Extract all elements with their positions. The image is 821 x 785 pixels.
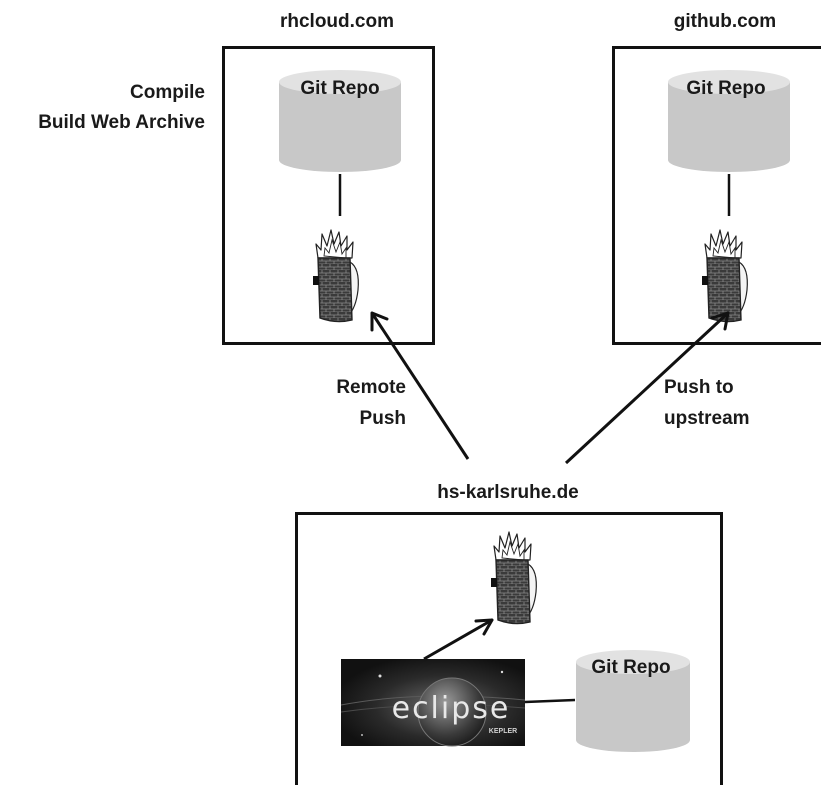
- rhcloud-title: rhcloud.com: [280, 11, 394, 32]
- push-to-upstream-label-line1: Push to: [664, 377, 734, 398]
- github-title: github.com: [674, 11, 776, 32]
- rhcloud-server-box: [222, 46, 435, 345]
- hska-git-repo: Git Repo: [576, 650, 690, 752]
- hska-git-repo-label: Git Repo: [591, 657, 670, 678]
- github-git-repo: Git Repo: [668, 70, 790, 172]
- push-to-upstream-label-line2: upstream: [664, 408, 750, 429]
- eclipse-to-repo-connector: [524, 698, 576, 704]
- hska-title: hs-karlsruhe.de: [437, 482, 579, 503]
- github-git-repo-label: Git Repo: [686, 78, 765, 99]
- database-cylinder-icon: [576, 650, 690, 752]
- database-cylinder-icon: [668, 70, 790, 172]
- database-cylinder-icon: [279, 70, 401, 172]
- brick-firewall-icon: [490, 531, 538, 625]
- brick-firewall-icon: [701, 229, 749, 323]
- remote-push-arrow: [370, 311, 470, 460]
- github-server-box: [612, 46, 821, 345]
- remote-push-label-line1: Remote: [336, 377, 406, 398]
- rhcloud-git-repo: Git Repo: [279, 70, 401, 172]
- eclipse-logo-icon: eclipse KEPLER: [340, 659, 526, 747]
- rhcloud-git-repo-label: Git Repo: [300, 78, 379, 99]
- eclipse-logo-word: eclipse: [392, 691, 511, 726]
- remote-push-label-line2: Push: [360, 408, 406, 429]
- eclipse-logo-edition: KEPLER: [489, 728, 517, 735]
- brick-firewall-icon: [312, 229, 360, 323]
- eclipse-to-firewall-arrow: [423, 618, 494, 661]
- build-web-archive-label: Build Web Archive: [38, 112, 205, 133]
- compile-label: Compile: [130, 82, 205, 103]
- push-to-upstream-arrow: [564, 311, 730, 465]
- hska-server-box: [295, 512, 723, 785]
